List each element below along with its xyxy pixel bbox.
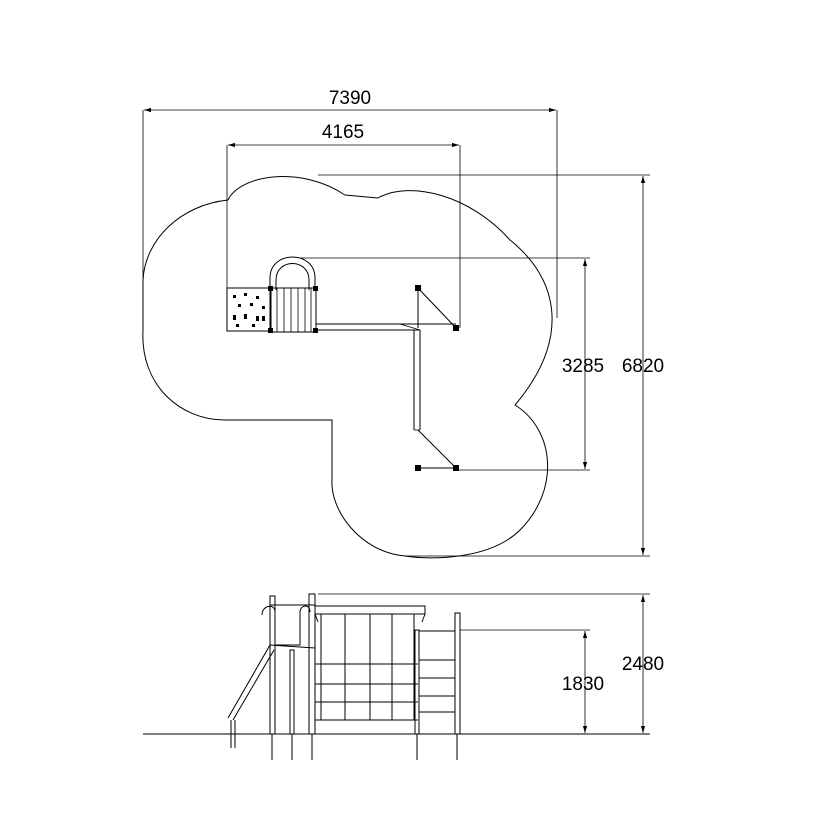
post-marker — [453, 465, 459, 471]
dim-width-total: 7390 — [329, 88, 371, 109]
elevation-view: 1830 2480 — [143, 593, 664, 760]
dim-depth-structure: 3285 — [562, 356, 604, 377]
climbing-wall-panel — [226, 287, 272, 332]
slide-side — [227, 644, 275, 748]
plan-view: 7390 4165 3285 6820 — [142, 88, 664, 559]
climbing-holds — [233, 293, 265, 327]
net-climber — [314, 605, 426, 721]
tower-platform — [268, 256, 318, 333]
post-marker — [415, 285, 421, 291]
dim-depth-total: 6820 — [622, 356, 664, 377]
dim-width-structure: 4165 — [322, 122, 364, 143]
dim-height-total: 2480 — [622, 654, 664, 675]
post-marker — [415, 465, 421, 471]
vertical-bridge — [413, 330, 421, 431]
post-marker — [453, 325, 459, 331]
horizontal-bridge — [316, 323, 456, 331]
safety-zone-outline — [142, 176, 553, 559]
dim-height-platform: 1830 — [562, 674, 604, 695]
tower-posts — [261, 593, 316, 760]
ladder-section — [414, 612, 461, 760]
